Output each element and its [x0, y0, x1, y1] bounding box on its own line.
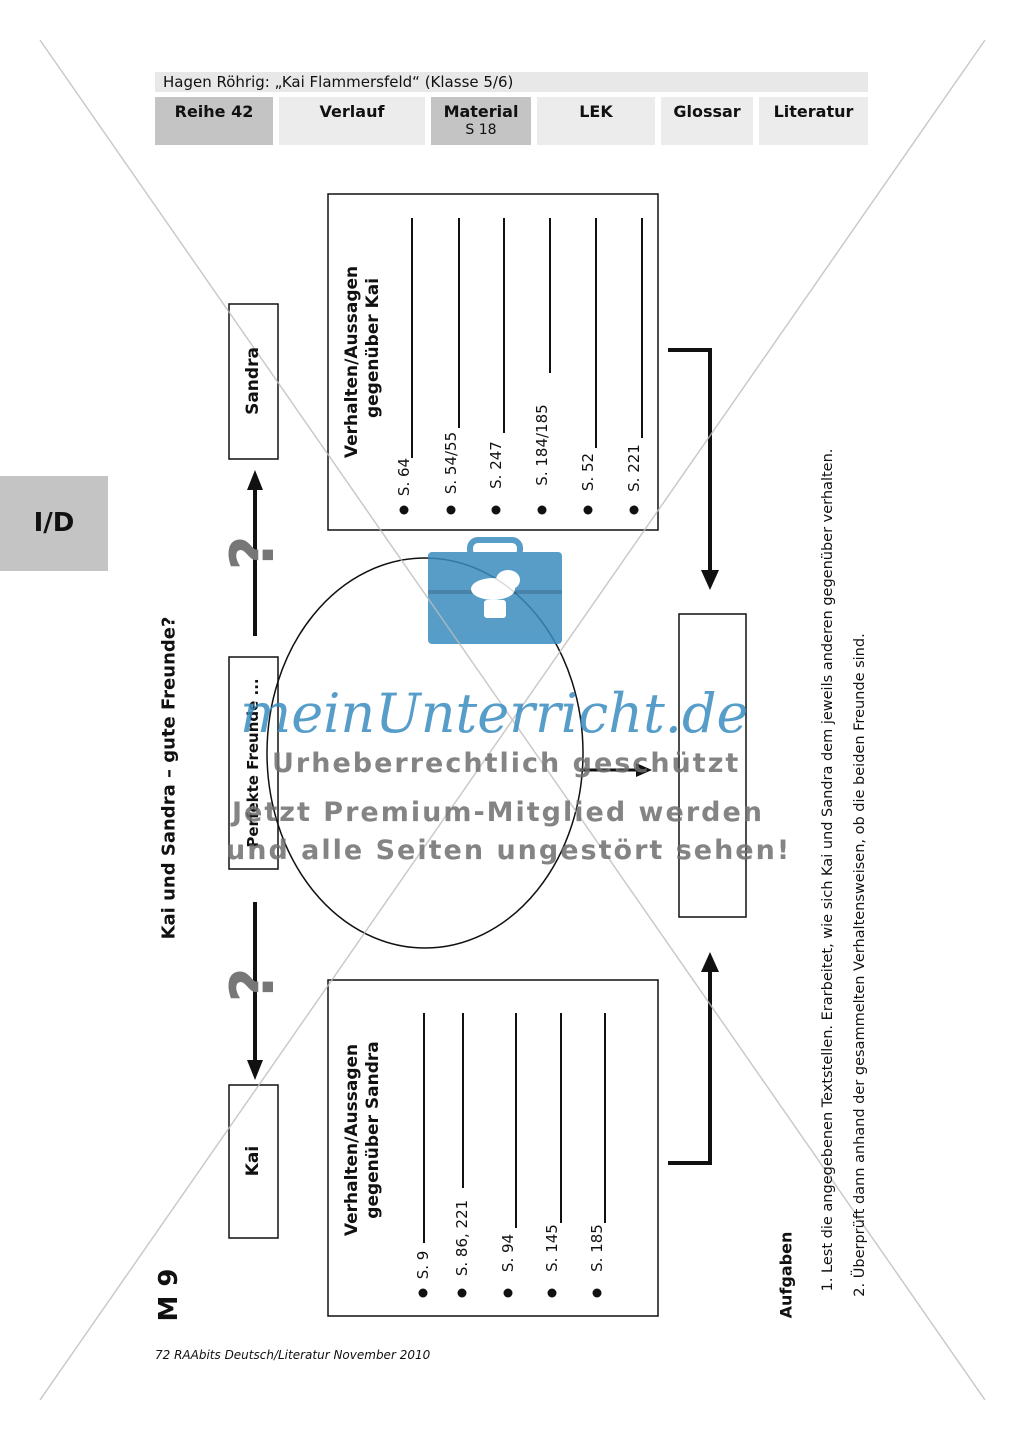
answer-line[interactable] — [595, 218, 597, 448]
list-item: S. 52 — [579, 452, 597, 492]
box-sandra-title-2: gegenüber Sandra — [363, 1041, 383, 1219]
box-kai-title-1: Verhalten/Aussagen — [342, 265, 362, 459]
tab-lek[interactable]: LEK — [537, 97, 655, 145]
tab-label: LEK — [579, 102, 613, 121]
bracket-from-kai-list — [668, 348, 712, 572]
bullet — [399, 505, 409, 515]
list-item: S. 54/55 — [442, 431, 460, 495]
answer-line[interactable] — [462, 1013, 464, 1188]
tab-label: Literatur — [773, 102, 854, 121]
list-item: S. 94 — [499, 1233, 517, 1273]
bracket-from-sandra-list — [668, 970, 712, 1165]
bullet — [457, 1288, 467, 1298]
task-1: 1. Lest die angegebenen Textstellen. Era… — [820, 448, 836, 1292]
watermark-line-2: Jetzt Premium-Mitglied werden — [232, 797, 764, 828]
worksheet-title: Kai und Sandra – gute Freunde? — [158, 616, 180, 940]
bullet — [547, 1288, 557, 1298]
material-id: M 9 — [154, 1268, 184, 1322]
list-item: S. 9 — [414, 1250, 432, 1280]
answer-line[interactable] — [641, 218, 643, 438]
behaviour-kai-box — [327, 193, 659, 531]
answer-line[interactable] — [423, 1013, 425, 1243]
bullet — [491, 505, 501, 515]
sandra-label: Sandra — [243, 347, 263, 415]
watermark-brand: meinUnterricht.de — [240, 682, 749, 745]
answer-line[interactable] — [604, 1013, 606, 1223]
kai-box — [228, 1084, 279, 1239]
list-item: S. 247 — [487, 441, 505, 489]
arrow-to-kai — [247, 1060, 263, 1080]
list-item: S. 64 — [395, 457, 413, 497]
footer: 72 RAAbits Deutsch/Literatur November 20… — [155, 1348, 431, 1362]
tab-label: Verlauf — [319, 102, 385, 121]
bullet — [592, 1288, 602, 1298]
center-box — [228, 656, 279, 870]
answer-line[interactable] — [503, 218, 505, 433]
bullet — [446, 505, 456, 515]
watermark-line-1: Urheberrechtlich geschützt — [272, 748, 741, 779]
box-kai-title-2: gegenüber Kai — [363, 277, 383, 419]
bullet — [629, 505, 639, 515]
answer-line[interactable] — [411, 218, 413, 458]
tab-verlauf[interactable]: Verlauf — [279, 97, 425, 145]
behaviour-sandra-box — [327, 979, 659, 1317]
tab-glossar[interactable]: Glossar — [661, 97, 753, 145]
question-mark-sandra: ? — [218, 535, 288, 571]
list-item: S. 185 — [588, 1224, 606, 1272]
question-mark-kai: ? — [218, 967, 288, 1003]
bullet — [503, 1288, 513, 1298]
header-title: Hagen Röhrig: „Kai Flammersfeld“ (Klasse… — [155, 72, 868, 92]
list-item: S. 184/185 — [533, 404, 551, 486]
task-2: 2. Überprüft dann anhand der gesammelten… — [852, 633, 868, 1297]
tab-literatur[interactable]: Literatur — [759, 97, 868, 145]
tab-sub: S 18 — [465, 122, 497, 138]
arrow-to-result — [636, 763, 652, 777]
box-sandra-title-1: Verhalten/Aussagen — [342, 1043, 362, 1237]
bullet — [418, 1288, 428, 1298]
list-item: S. 221 — [625, 444, 643, 492]
tab-reihe[interactable]: Reihe 42 — [155, 97, 273, 145]
bullet — [583, 505, 593, 515]
watermark-line-3: und alle Seiten ungestört sehen! — [226, 835, 792, 866]
list-item: S. 86, 221 — [453, 1199, 471, 1277]
tab-label: Reihe 42 — [174, 102, 254, 121]
arrow-to-sandra — [247, 470, 263, 490]
answer-line[interactable] — [458, 218, 460, 428]
list-item: S. 145 — [543, 1224, 561, 1272]
answer-line[interactable] — [515, 1013, 517, 1228]
center-circle — [266, 557, 584, 949]
kai-label: Kai — [243, 1145, 263, 1177]
answer-line[interactable] — [560, 1013, 562, 1223]
answer-line[interactable] — [549, 218, 551, 373]
bullet — [537, 505, 547, 515]
tasks-heading: Aufgaben — [776, 1231, 796, 1319]
section-side-tab: I/D — [0, 476, 108, 571]
tab-label: Material — [443, 102, 519, 121]
result-box — [678, 613, 747, 918]
bag-logo — [428, 537, 562, 644]
tab-label: Glossar — [673, 102, 741, 121]
